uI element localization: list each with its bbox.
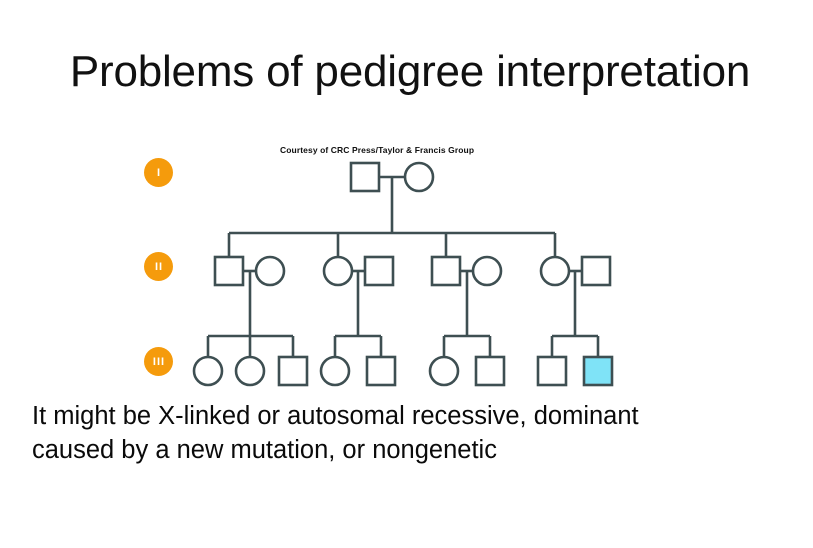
individual-II-3-male-square[interactable] — [363, 255, 395, 287]
generation-badge-1: I — [144, 158, 173, 187]
individual-III-8-male-square[interactable] — [536, 355, 568, 387]
pedigree-credit-text: Courtesy of CRC Press/Taylor & Francis G… — [280, 145, 475, 155]
individual-III-3-male-square[interactable] — [277, 355, 309, 387]
individual-III-6-female-circle[interactable] — [428, 355, 460, 387]
individual-I-2-female-circle[interactable] — [403, 161, 435, 193]
pedigree-connector-lines — [206, 175, 600, 357]
individual-II-1-male-square[interactable] — [213, 255, 245, 287]
generation-badge-3: III — [144, 347, 173, 376]
individual-III-4-female-circle[interactable] — [319, 355, 351, 387]
caption-line-2: caused by a new mutation, or nongenetic — [32, 436, 497, 464]
generation-badge-3-label: III — [152, 355, 166, 368]
individual-III-5-male-square[interactable] — [365, 355, 397, 387]
page-title: Problems of pedigree interpretation — [69, 47, 751, 96]
individual-III-7-male-square[interactable] — [474, 355, 506, 387]
individual-II-7-male-square[interactable] — [580, 255, 612, 287]
individual-I-1-male-square[interactable] — [349, 161, 381, 193]
individual-II-4-female-circle[interactable] — [322, 255, 354, 287]
generation-badge-1-label: I — [156, 166, 162, 179]
individual-III-1-female-circle[interactable] — [192, 355, 224, 387]
pedigree-symbols — [192, 161, 614, 387]
individual-II-8-female-circle[interactable] — [539, 255, 571, 287]
individual-III-9-male-square-affected[interactable] — [582, 355, 614, 387]
pedigree-figure: Courtesy of CRC Press/Taylor & Francis G… — [130, 138, 630, 390]
individual-III-2-female-circle[interactable] — [234, 355, 266, 387]
individual-II-5-male-square[interactable] — [430, 255, 462, 287]
pedigree-diagram — [192, 161, 614, 387]
individual-II-2-female-circle[interactable] — [254, 255, 286, 287]
caption-line-1: It might be X-linked or autosomal recess… — [32, 402, 639, 430]
generation-badge-2-label: II — [154, 260, 164, 273]
generation-badge-2: II — [144, 252, 173, 281]
individual-II-6-female-circle[interactable] — [471, 255, 503, 287]
slide-caption: It might be X-linked or autosomal recess… — [32, 399, 792, 467]
